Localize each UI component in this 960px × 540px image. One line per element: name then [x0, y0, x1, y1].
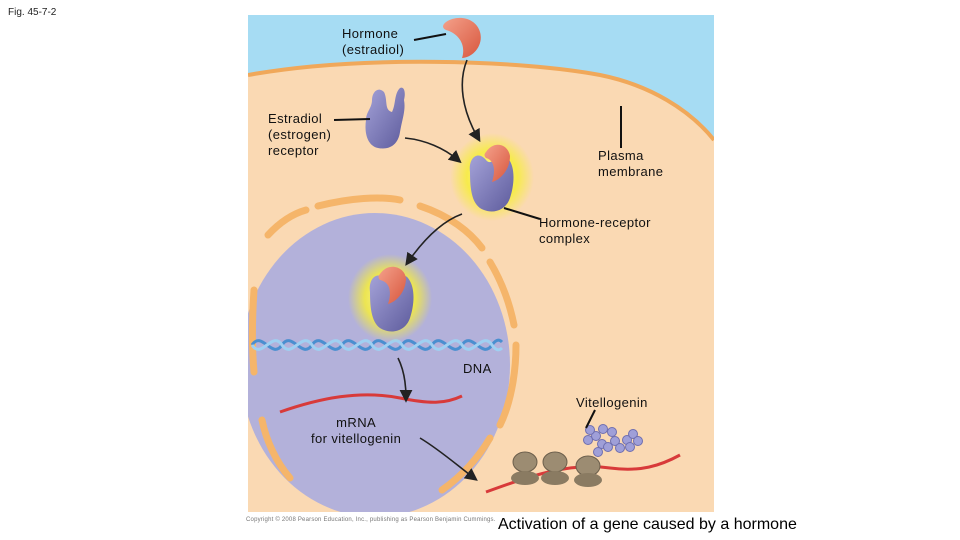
vitellogenin-label: Vitellogenin — [576, 395, 648, 410]
complex-hormone — [484, 144, 510, 182]
arrow-dna-to-mrna — [397, 357, 413, 403]
receptor-molecule — [365, 87, 405, 149]
leader-complex — [503, 207, 541, 220]
arrow-complex-to-nucleus — [405, 213, 463, 266]
ribosome — [511, 471, 539, 485]
plasma-membrane-label: Plasma membrane — [598, 148, 664, 179]
arrow-hormone-to-complex — [461, 59, 481, 143]
arrow-receptor-to-complex — [404, 137, 462, 164]
leader-hormone — [413, 33, 447, 41]
receptor-label: Estradiol (estrogen) receptor — [268, 111, 332, 158]
ribosome — [541, 471, 569, 485]
vitellogenin-protein — [583, 424, 643, 457]
ribosome — [512, 451, 538, 473]
plasma-membrane — [248, 59, 714, 142]
nuclear-complex-hormone — [378, 266, 406, 304]
mrna-nuclear — [279, 393, 463, 414]
dna-helix — [250, 338, 504, 352]
copyright-notice: Copyright © 2008 Pearson Education, Inc.… — [246, 517, 496, 523]
ribosome — [574, 473, 602, 487]
process-arrows — [397, 59, 481, 481]
figure-label: Fig. 45-7-2 — [8, 7, 57, 18]
leader-receptor — [333, 118, 371, 121]
nucleus — [248, 213, 510, 512]
leader-lines — [333, 33, 622, 429]
hormone-receptor-complex-label: Hormone-receptor complex — [539, 215, 651, 246]
leader-vitellogenin — [585, 409, 596, 429]
arrow-mrna-to-cytoplasm — [419, 437, 478, 481]
ribosomes — [511, 451, 602, 487]
nuclear-envelope — [249, 194, 520, 494]
ribosome — [542, 451, 568, 473]
hormone-molecule — [443, 17, 481, 58]
dna-label: DNA — [463, 361, 492, 376]
hormone-label: Hormone (estradiol) — [342, 26, 405, 57]
cell-panel — [248, 15, 714, 512]
figure-caption: Activation of a gene caused by a hormone — [498, 516, 797, 533]
mrna-label: mRNA for vitellogenin — [311, 415, 402, 446]
